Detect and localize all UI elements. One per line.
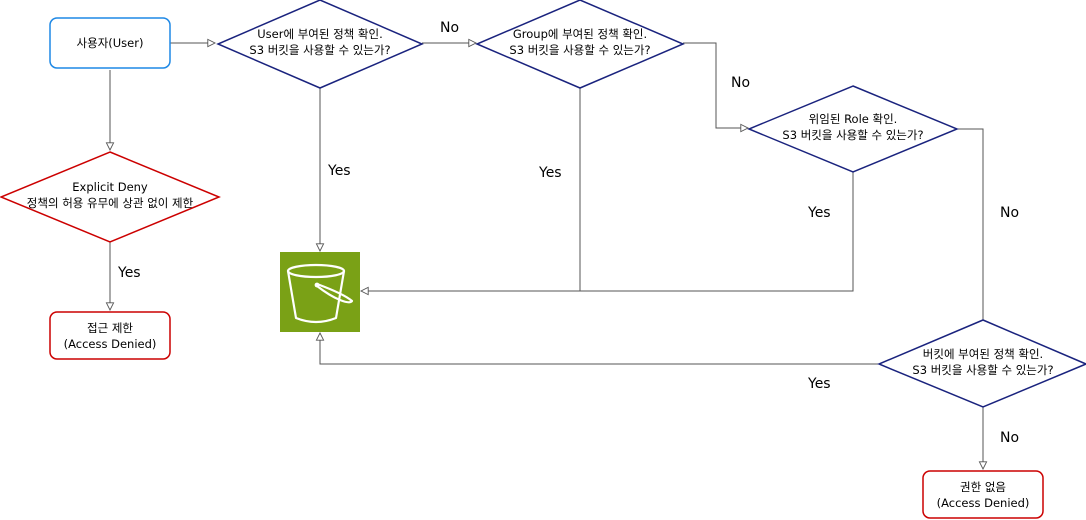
bucket-policy-decision[interactable]: 버킷에 부여된 정책 확인. S3 버킷을 사용할 수 있는가? [877, 319, 1086, 408]
edge-label-explicit-deny-yes: Yes [117, 265, 141, 281]
edge-label-user-policy-yes: Yes [327, 163, 351, 179]
no-permission-line2: (Access Denied) [937, 496, 1030, 510]
user-policy-decision[interactable]: User에 부여된 정책 확인. S3 버킷을 사용할 수 있는가? [216, 0, 424, 89]
edge-label-group-policy-no: No [731, 75, 750, 91]
edge-label-bucket-policy-no: No [1000, 430, 1019, 446]
user-policy-line2: S3 버킷을 사용할 수 있는가? [249, 43, 390, 57]
group-policy-line2: S3 버킷을 사용할 수 있는가? [509, 43, 650, 57]
role-policy-line2: S3 버킷을 사용할 수 있는가? [782, 128, 923, 142]
group-policy-decision[interactable]: Group에 부여된 정책 확인. S3 버킷을 사용할 수 있는가? [475, 0, 685, 89]
edge-label-role-policy-no: No [1000, 205, 1019, 221]
role-policy-line1: 위임된 Role 확인. [809, 112, 898, 126]
edge-bucket-policy-to-s3 [320, 333, 878, 365]
explicit-deny-decision[interactable]: Explicit Deny 정책의 허용 유무에 상관 없이 제한 [0, 151, 221, 243]
explicit-deny-line1: Explicit Deny [72, 180, 148, 194]
edge-label-bucket-policy-yes: Yes [807, 376, 831, 392]
user-node-label: 사용자(User) [77, 36, 144, 50]
access-denied-line1: 접근 제한 [87, 321, 133, 335]
group-policy-line1: Group에 부여된 정책 확인. [513, 27, 647, 41]
edge-role-policy-to-s3 [361, 172, 854, 291]
edge-label-user-policy-no: No [440, 20, 459, 36]
no-permission-line1: 권한 없음 [960, 480, 1006, 494]
explicit-deny-line2: 정책의 허용 유무에 상관 없이 제한 [27, 196, 194, 210]
edge-role-policy-to-bucket-policy [957, 128, 984, 320]
bucket-policy-line2: S3 버킷을 사용할 수 있는가? [912, 363, 1053, 377]
no-permission-node[interactable]: 권한 없음 (Access Denied) [922, 470, 1044, 519]
s3-bucket-icon[interactable] [280, 252, 360, 332]
user-policy-line1: User에 부여된 정책 확인. [257, 27, 382, 41]
access-denied-node[interactable]: 접근 제한 (Access Denied) [49, 311, 171, 360]
access-denied-line2: (Access Denied) [64, 337, 157, 351]
edge-group-policy-to-role-policy [683, 42, 748, 128]
user-node[interactable]: 사용자(User) [49, 17, 171, 69]
edge-label-group-policy-yes: Yes [538, 165, 562, 181]
bucket-policy-line1: 버킷에 부여된 정책 확인. [923, 347, 1043, 361]
edge-label-role-policy-yes: Yes [807, 205, 831, 221]
role-policy-decision[interactable]: 위임된 Role 확인. S3 버킷을 사용할 수 있는가? [747, 85, 959, 173]
